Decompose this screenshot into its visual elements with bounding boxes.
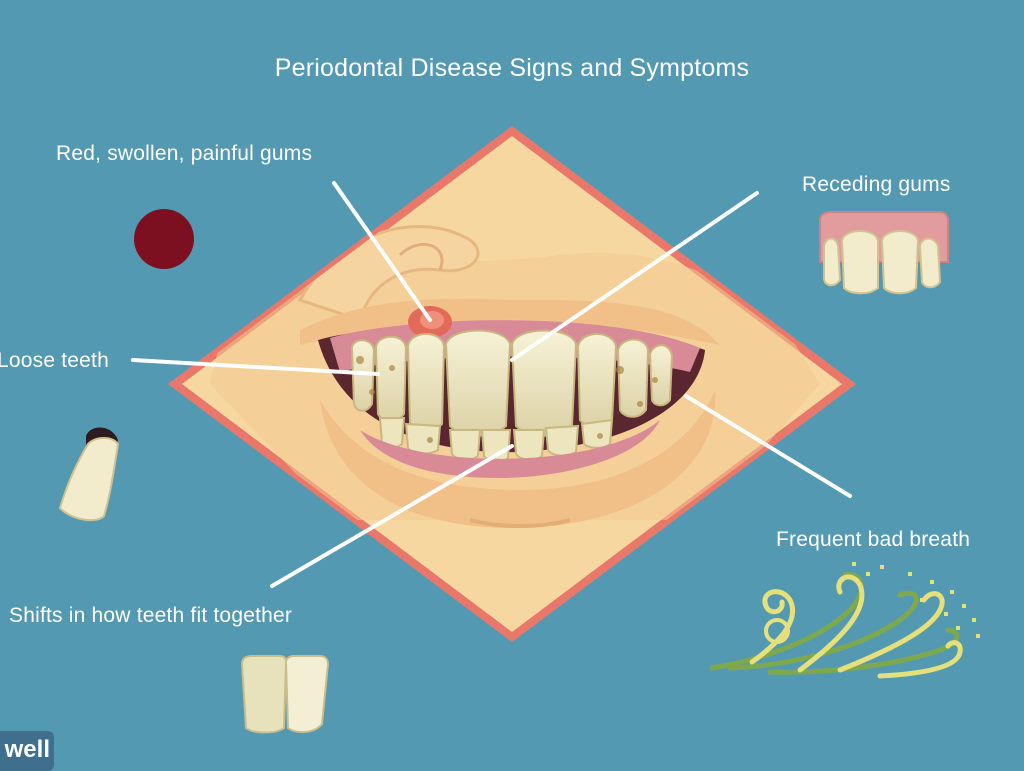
leader-lines (131, 181, 852, 588)
shifted-teeth-icon (240, 655, 330, 734)
loose-tooth-icon (58, 427, 120, 522)
label-shifts-in-fit: Shifts in how teeth fit together (9, 604, 293, 627)
receding-gums-icon (819, 211, 949, 295)
label-bad-breath: Frequent bad breath (776, 528, 971, 551)
leader-line-breath (684, 394, 852, 498)
bad-breath-swirl-icon (709, 571, 963, 679)
red-gum-dot-icon (134, 209, 194, 269)
leader-line-receding (510, 191, 759, 362)
leader-line-loose (131, 358, 380, 376)
leader-line-red-gums (332, 181, 432, 322)
page-title: Periodontal Disease Signs and Symptoms (274, 54, 750, 82)
leader-line-shifts (270, 444, 514, 588)
label-receding-gums: Receding gums (802, 173, 951, 196)
brand-logo: well (0, 731, 54, 771)
label-loose-teeth: Loose teeth (0, 349, 109, 372)
breath-dots (840, 562, 980, 638)
mouth-illustration (210, 225, 820, 529)
label-red-swollen-gums: Red, swollen, painful gums (56, 142, 313, 165)
